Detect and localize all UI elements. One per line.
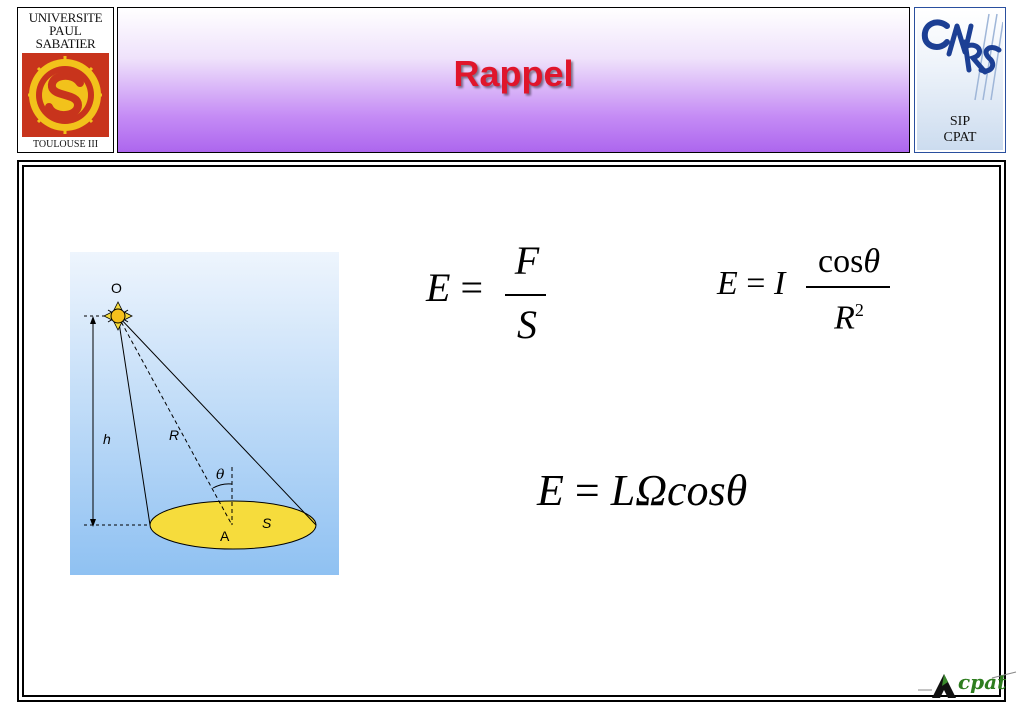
eq3-rhs: LΩcos xyxy=(610,466,726,515)
cone-edge-right xyxy=(117,315,317,526)
equation-flux-surface-lhs: E = xyxy=(426,268,483,308)
label-distance: R xyxy=(169,427,179,443)
university-logo-line: SABATIER xyxy=(35,36,96,51)
eq2-fraction-bar xyxy=(806,286,890,288)
university-logo-line: UNIVERSITE xyxy=(28,10,103,25)
label-height: h xyxy=(103,431,111,447)
slide-title: Rappel xyxy=(453,53,574,94)
equation-intensity-lhs: E = I xyxy=(717,266,785,302)
eq2-exponent: 2 xyxy=(854,300,864,320)
eq2-denominator: R2 xyxy=(806,292,892,336)
eq2-lhs: E xyxy=(717,265,738,302)
illumination-diagram: O h R θ A S xyxy=(70,252,339,575)
content-frame-inner xyxy=(22,165,1001,697)
eq3-theta: θ xyxy=(725,466,748,515)
university-logo-line: PAUL xyxy=(49,23,82,38)
eq3-equals: = xyxy=(574,466,600,515)
sun-icon xyxy=(103,301,133,331)
eq1-denominator: S xyxy=(517,302,537,347)
university-logo-line: TOULOUSE III xyxy=(32,139,99,150)
cpat-logo-text: cpat xyxy=(958,670,1007,694)
cnrs-logo-line: SIP xyxy=(949,114,971,129)
eq2-theta: θ xyxy=(863,243,881,280)
eq1-equals: = xyxy=(460,265,483,310)
university-seal-icon xyxy=(22,53,109,137)
cnrs-logo: SIP CPAT xyxy=(914,7,1006,153)
eq2-factor: I xyxy=(773,265,786,302)
eq2-r: R xyxy=(834,299,855,337)
distance-line xyxy=(117,315,233,526)
eq1-fraction-bar xyxy=(505,294,546,296)
cone-edge-left xyxy=(117,315,151,526)
eq1-numerator: F xyxy=(514,238,540,283)
title-banner: Rappel xyxy=(117,7,910,153)
eq2-equals: = xyxy=(746,265,766,302)
equation-luminance: E = LΩcosθ xyxy=(537,468,747,514)
eq1-lhs: E xyxy=(426,265,451,310)
university-logo: UNIVERSITE PAUL SABATIER TOULOUSE III xyxy=(17,7,114,153)
surface-ellipse xyxy=(149,500,317,550)
cnrs-logo-icon xyxy=(921,13,1003,101)
content-frame-outer xyxy=(17,160,1006,702)
cnrs-logo-line: CPAT xyxy=(943,130,977,145)
label-angle: θ xyxy=(216,467,225,483)
cpat-logo-icon xyxy=(918,671,1017,698)
label-surface: S xyxy=(262,515,272,531)
label-point: A xyxy=(220,528,230,544)
eq3-lhs: E xyxy=(537,466,564,515)
angle-arc xyxy=(212,483,233,489)
eq2-numerator: cosθ xyxy=(806,244,892,280)
eq2-cos: cos xyxy=(817,243,864,280)
label-source: O xyxy=(111,280,122,296)
cpat-logo: cpat xyxy=(918,664,1018,704)
